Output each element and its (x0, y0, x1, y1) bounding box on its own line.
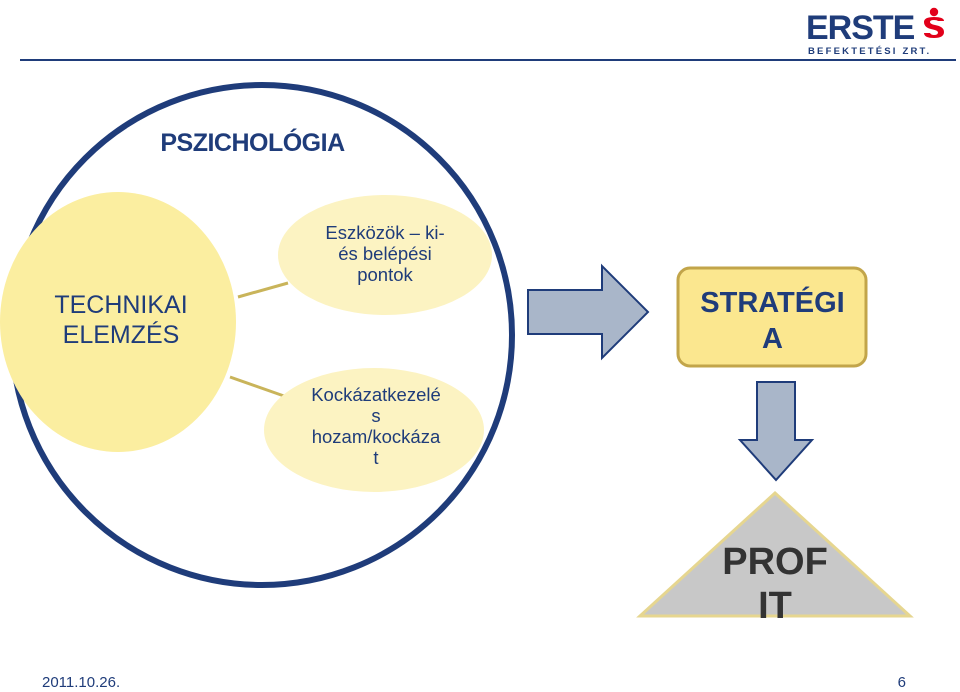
connector-bottom (229, 375, 285, 398)
erste-logo: ERSTE BEFEKTETÉSI ZRT. (800, 6, 950, 58)
connector-top (237, 281, 289, 299)
erste-s-icon (924, 7, 944, 38)
risk-management-label: Kockázatkezelé s hozam/kockáza t (311, 384, 441, 468)
technical-analysis-label: TECHNIKAI ELEMZÉS (54, 291, 188, 349)
logo-wordmark: ERSTE (806, 9, 915, 47)
footer-date: 2011.10.26. (42, 674, 121, 691)
risk-management-bubble (264, 368, 484, 492)
psychology-label: PSZICHOLÓGIA (160, 129, 345, 157)
entry-exit-bubble (278, 195, 492, 315)
down-arrow (737, 381, 815, 482)
header-divider (20, 59, 956, 61)
logo-subtitle: BEFEKTETÉSI ZRT. (808, 46, 932, 57)
technical-analysis-ellipse (0, 192, 236, 452)
profit-triangle (636, 490, 914, 618)
strategy-label: STRATÉGI A (700, 287, 845, 355)
entry-exit-label: Eszközök – ki- és belépési pontok (325, 222, 445, 285)
strategy-box (676, 266, 868, 368)
profit-label: PROF IT (722, 541, 828, 627)
page-number: 6 (897, 674, 906, 691)
right-arrow (527, 263, 650, 361)
